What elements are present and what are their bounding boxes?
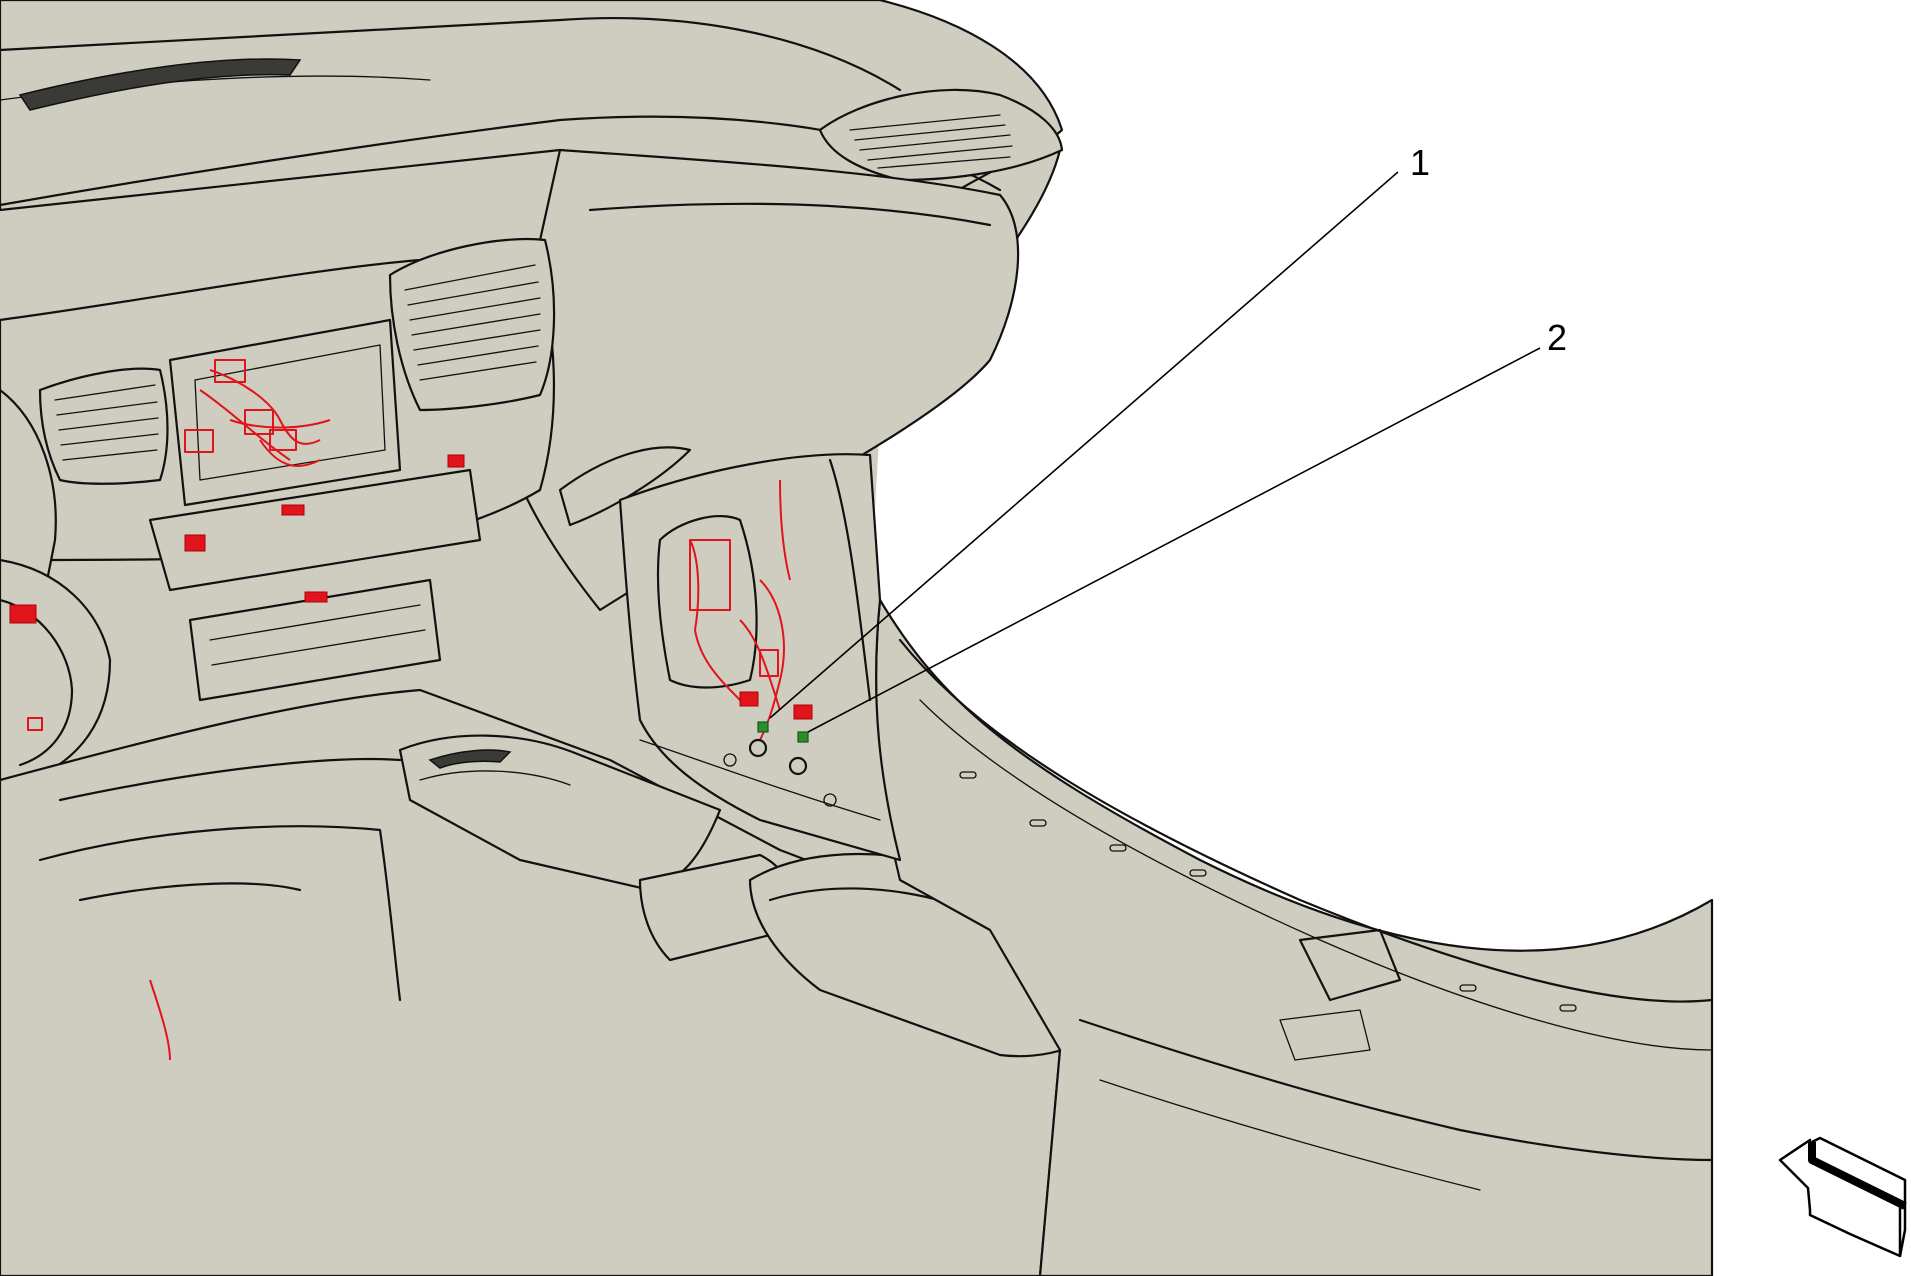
center-stack [0,237,556,702]
leader-line-2 [807,347,1541,733]
ground-eyelet-1 [757,721,769,733]
wiring-harness-highlight [9,359,813,1061]
left-vent-louvers [54,384,159,461]
ground-terminals [748,721,809,776]
center-vent-louvers [404,264,541,381]
ground-stud-1 [748,738,768,758]
ground-eyelet-2 [797,731,809,743]
glove-box [498,148,1020,612]
instrument-panel [0,0,1064,212]
leader-line-1 [769,171,1399,719]
body-cutout-white [760,0,1712,951]
tunnel-slots [959,771,1577,1012]
callout-1: 1 [1410,142,1430,183]
ground-stud-2 [788,756,808,776]
right-vent-louvers [849,114,1013,169]
front-direction-arrow-icon [1778,1136,1907,1258]
callout-2: 2 [1547,317,1567,358]
right-margin [1712,0,1911,1276]
